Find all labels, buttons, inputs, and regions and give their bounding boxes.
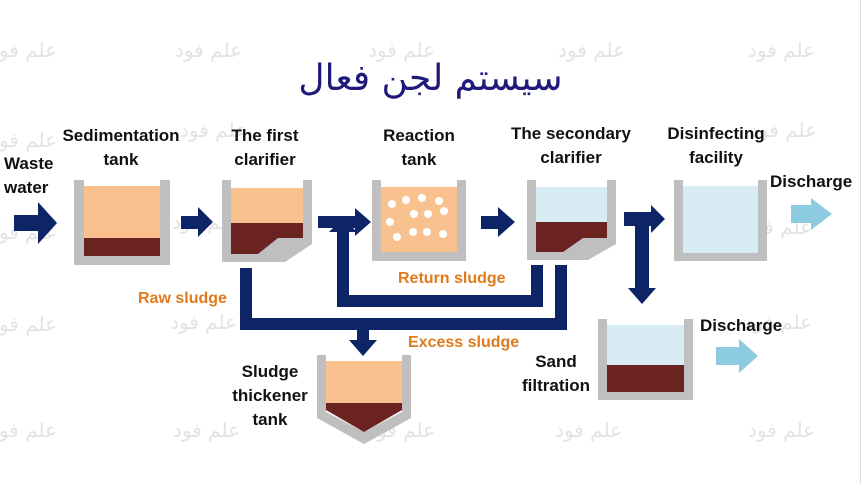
disinfecting-facility (674, 180, 767, 261)
first-clarifier (222, 180, 312, 262)
watermark: علم فود (0, 128, 58, 152)
flow-arrow-body (181, 216, 199, 229)
inlet-arrow-body (14, 215, 38, 231)
return-sludge-pipe-horizontal (337, 295, 543, 307)
excess-sludge-pipe-horizontal (240, 318, 567, 330)
secondary-clarifier (527, 180, 616, 260)
label-sand-filtration: Sand filtration (522, 352, 590, 395)
label-waste-water: Waste water (4, 154, 54, 197)
flow-arrow-body (318, 216, 356, 228)
watermark: علم فود (748, 418, 816, 442)
label-excess-sludge: Excess sludge (408, 334, 520, 351)
watermark: علم فود (745, 310, 813, 334)
label-first-clarifier: The first clarifier (231, 126, 299, 169)
label-sludge-thickener: Sludge thickener tank (232, 362, 308, 429)
label-discharge-top: Discharge (770, 172, 853, 191)
label-return-sludge: Return sludge (398, 270, 506, 287)
excess-sludge-pipe-right (555, 265, 567, 330)
return-sludge-pipe-left (337, 228, 349, 307)
label-raw-sludge: Raw sludge (138, 290, 227, 307)
t-junction-vertical (635, 212, 649, 290)
t-junction-arrowhead-down (628, 288, 656, 304)
raw-sludge-pipe (240, 268, 252, 330)
sand-filtration-tank (598, 319, 693, 400)
watermark: علم فود (750, 118, 818, 142)
discharge-arrow-head (739, 339, 758, 373)
flow-arrow-body (481, 216, 499, 229)
discharge-arrow-head (811, 198, 832, 230)
watermark: علم فود (555, 418, 623, 442)
watermark: علم فود (0, 38, 58, 62)
watermark: علم فود (748, 38, 816, 62)
watermark: علم فود (0, 312, 58, 336)
flow-arrow-head (498, 207, 515, 237)
thickener-feed-pipe (357, 328, 369, 342)
label-disinfecting-facility: Disinfecting facility (667, 124, 765, 167)
label-secondary-clarifier: The secondary clarifier (511, 124, 631, 167)
watermark: علم فود (175, 38, 243, 62)
inlet-arrow-head (38, 202, 57, 244)
reaction-tank (372, 180, 466, 261)
discharge-arrow-body (716, 347, 740, 365)
label-reaction-tank: Reaction tank (383, 126, 455, 169)
watermark: علم فود (173, 418, 241, 442)
watermark: علم فود (170, 310, 238, 334)
diagram-title: سیستم لجن فعال (298, 58, 563, 99)
watermark: علم فود (180, 118, 248, 142)
discharge-arrow-body (791, 205, 811, 223)
sludge-thickener-tank (317, 355, 411, 444)
flow-arrow-head (198, 207, 213, 237)
watermark: علم فود (368, 38, 436, 62)
sedimentation-tank (74, 180, 170, 265)
aeration-bubbles (386, 194, 448, 241)
watermark: علم فود (0, 418, 58, 442)
watermark: علم فود (558, 38, 626, 62)
label-sedimentation-tank: Sedimentation tank (62, 126, 180, 169)
t-junction-arrowhead-right (651, 205, 665, 233)
thickener-feed-arrowhead (349, 340, 377, 356)
label-discharge-bottom: Discharge (700, 316, 783, 335)
flow-arrow-head (355, 208, 371, 236)
